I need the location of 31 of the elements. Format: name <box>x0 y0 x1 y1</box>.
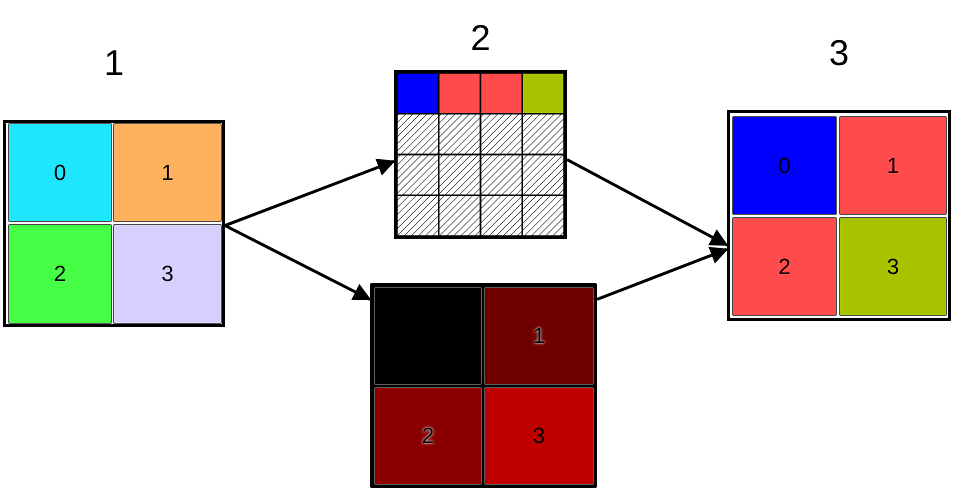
cell-number: 1 <box>886 152 900 178</box>
numbered-cell <box>8 123 112 222</box>
numbered-cell <box>732 116 837 215</box>
arrow <box>596 246 728 301</box>
cell-number: 0 <box>54 160 66 186</box>
numbered-cell <box>732 217 837 316</box>
cell-number: 2 <box>54 261 66 287</box>
cell-number: 2 <box>778 254 791 280</box>
cell-number: 3 <box>161 261 174 287</box>
numbered-cell <box>374 387 482 485</box>
grid-frame <box>370 283 597 488</box>
numbered-cell <box>839 116 947 215</box>
empty-cell <box>374 287 482 385</box>
cell-number: 1 <box>161 160 174 186</box>
cell-number: 3 <box>532 423 546 449</box>
arrow <box>224 158 396 227</box>
cell-number: 0 <box>778 152 791 178</box>
numbered-cell <box>8 224 112 324</box>
cell-number: 2 <box>422 423 434 449</box>
grid-heading: 3 <box>828 33 850 73</box>
arrow <box>566 158 728 246</box>
numbered-cell <box>113 224 222 324</box>
cell-number: 3 <box>886 254 900 280</box>
numbered-cell <box>113 123 222 222</box>
numbered-cell <box>484 387 594 485</box>
numbered-cell <box>484 287 594 385</box>
grid-heading: 2 <box>469 18 492 58</box>
arrow <box>224 224 372 301</box>
grid-heading: 1 <box>102 43 126 83</box>
cell-number: 1 <box>532 323 546 349</box>
numbered-cell <box>839 217 947 316</box>
